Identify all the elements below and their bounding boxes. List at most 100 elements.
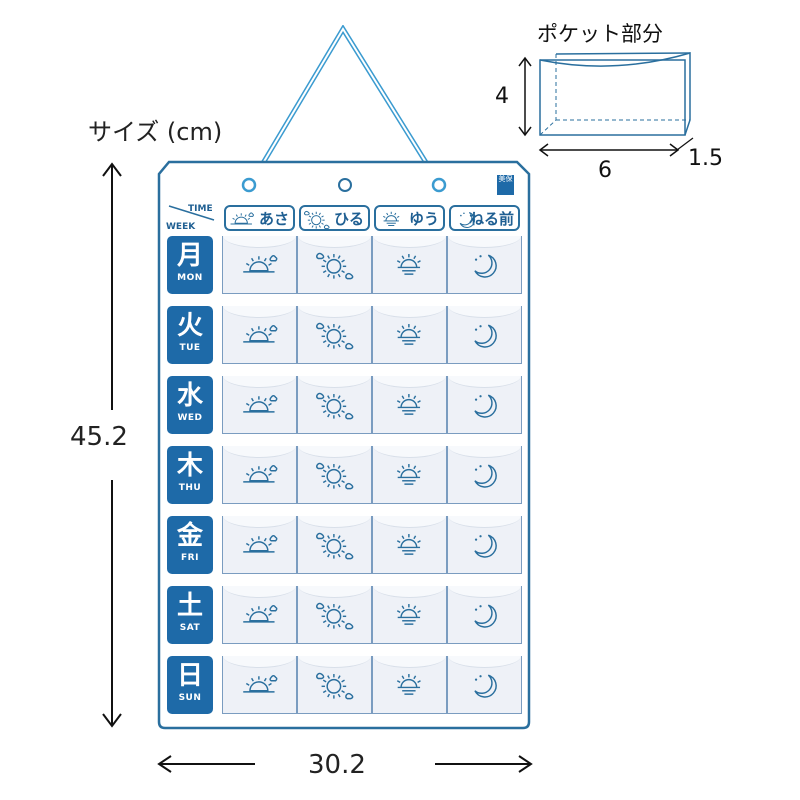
day-label-sun: 日 SUN xyxy=(167,656,213,714)
sunrise-icon xyxy=(243,674,278,693)
sun-icon xyxy=(316,672,354,700)
day-label-wed: 水 WED xyxy=(167,376,213,434)
day-kanji: 土 xyxy=(176,591,203,621)
pill-pocket[interactable] xyxy=(297,586,372,644)
pill-pocket[interactable] xyxy=(447,446,522,504)
day-english: FRI xyxy=(181,553,199,563)
pill-pocket[interactable] xyxy=(222,516,297,574)
sunset-icon xyxy=(396,604,421,625)
pill-pocket[interactable] xyxy=(372,516,447,574)
time-header-0: あさ xyxy=(224,205,295,231)
pill-pocket[interactable] xyxy=(447,516,522,574)
pill-pocket[interactable] xyxy=(297,656,372,714)
pill-pocket[interactable] xyxy=(297,236,372,294)
pill-pocket[interactable] xyxy=(222,306,297,364)
time-header-2: ゆう xyxy=(374,205,445,231)
time-header-3: ねる前 xyxy=(449,205,520,231)
sunset-icon xyxy=(396,324,421,345)
sun-icon xyxy=(316,322,354,350)
pill-pocket[interactable] xyxy=(372,586,447,644)
sunset-icon xyxy=(396,464,421,485)
pill-pocket[interactable] xyxy=(447,306,522,364)
moon-icon xyxy=(474,324,497,348)
pocket-width: 6 xyxy=(598,158,612,183)
day-english: SAT xyxy=(179,623,201,633)
pill-pocket[interactable] xyxy=(297,516,372,574)
height-arrow xyxy=(102,162,122,728)
sunrise-icon xyxy=(230,212,254,225)
day-kanji: 月 xyxy=(176,241,203,271)
day-label-thu: 木 THU xyxy=(167,446,213,504)
moon-icon xyxy=(474,464,497,488)
pill-pocket[interactable] xyxy=(447,586,522,644)
sunrise-icon xyxy=(243,464,278,483)
time-label: ゆう xyxy=(408,209,439,228)
hanging-cord xyxy=(247,25,443,187)
sunrise-icon xyxy=(243,324,278,343)
pill-pocket[interactable] xyxy=(222,376,297,434)
sunset-icon xyxy=(396,254,421,275)
pill-pocket[interactable] xyxy=(372,236,447,294)
pocket-diagram xyxy=(518,51,694,157)
day-kanji: 水 xyxy=(176,381,203,411)
day-english: THU xyxy=(178,483,202,493)
day-label-sat: 土 SAT xyxy=(167,586,213,644)
pill-pocket[interactable] xyxy=(297,376,372,434)
moon-icon xyxy=(459,212,476,228)
sun-icon xyxy=(316,532,354,560)
height-value: 45.2 xyxy=(70,422,128,452)
day-english: TUE xyxy=(179,343,201,353)
pocket-depth: 1.5 xyxy=(688,146,723,171)
sunset-icon xyxy=(396,674,421,695)
time-label: ねる前 xyxy=(468,209,514,228)
pocket-title: ポケット部分 xyxy=(537,22,663,46)
day-label-mon: 月 MON xyxy=(167,236,213,294)
sunset-icon xyxy=(396,534,421,555)
sun-icon xyxy=(316,602,354,630)
time-label: あさ xyxy=(258,209,289,228)
pill-pocket[interactable] xyxy=(222,586,297,644)
pill-pocket[interactable] xyxy=(447,236,522,294)
sunset-icon xyxy=(396,394,421,415)
sunrise-icon xyxy=(243,394,278,413)
pill-pocket[interactable] xyxy=(297,446,372,504)
pill-pocket[interactable] xyxy=(372,656,447,714)
sun-icon xyxy=(316,462,354,490)
pocket-height: 4 xyxy=(495,84,509,109)
brand-logo: 美保 xyxy=(497,175,514,195)
pill-pocket[interactable] xyxy=(447,376,522,434)
sun-icon xyxy=(304,210,330,230)
pill-pocket[interactable] xyxy=(372,446,447,504)
sun-icon xyxy=(316,252,354,280)
width-value: 30.2 xyxy=(308,750,366,780)
moon-icon xyxy=(474,394,497,418)
corner-time-label: TIME xyxy=(188,204,213,214)
moon-icon xyxy=(474,534,497,558)
moon-icon xyxy=(474,254,497,278)
day-kanji: 火 xyxy=(176,311,203,341)
sunrise-icon xyxy=(243,534,278,553)
width-arrow xyxy=(157,755,533,773)
pill-pocket[interactable] xyxy=(222,236,297,294)
time-label: ひる xyxy=(333,209,364,228)
day-kanji: 木 xyxy=(176,451,203,481)
sunset-icon xyxy=(383,211,400,227)
day-label-tue: 火 TUE xyxy=(167,306,213,364)
pill-pocket[interactable] xyxy=(372,376,447,434)
sunrise-icon xyxy=(243,254,278,273)
time-header-1: ひる xyxy=(299,205,370,231)
pill-pocket[interactable] xyxy=(222,446,297,504)
moon-icon xyxy=(474,674,497,698)
pill-pocket[interactable] xyxy=(372,306,447,364)
day-kanji: 日 xyxy=(176,661,203,691)
day-english: WED xyxy=(177,413,203,423)
pill-pocket[interactable] xyxy=(447,656,522,714)
pill-pocket[interactable] xyxy=(222,656,297,714)
sunrise-icon xyxy=(243,604,278,623)
day-english: SUN xyxy=(178,693,202,703)
day-english: MON xyxy=(177,273,203,283)
sun-icon xyxy=(316,392,354,420)
pill-pocket[interactable] xyxy=(297,306,372,364)
size-label: サイズ (cm) xyxy=(88,118,223,146)
